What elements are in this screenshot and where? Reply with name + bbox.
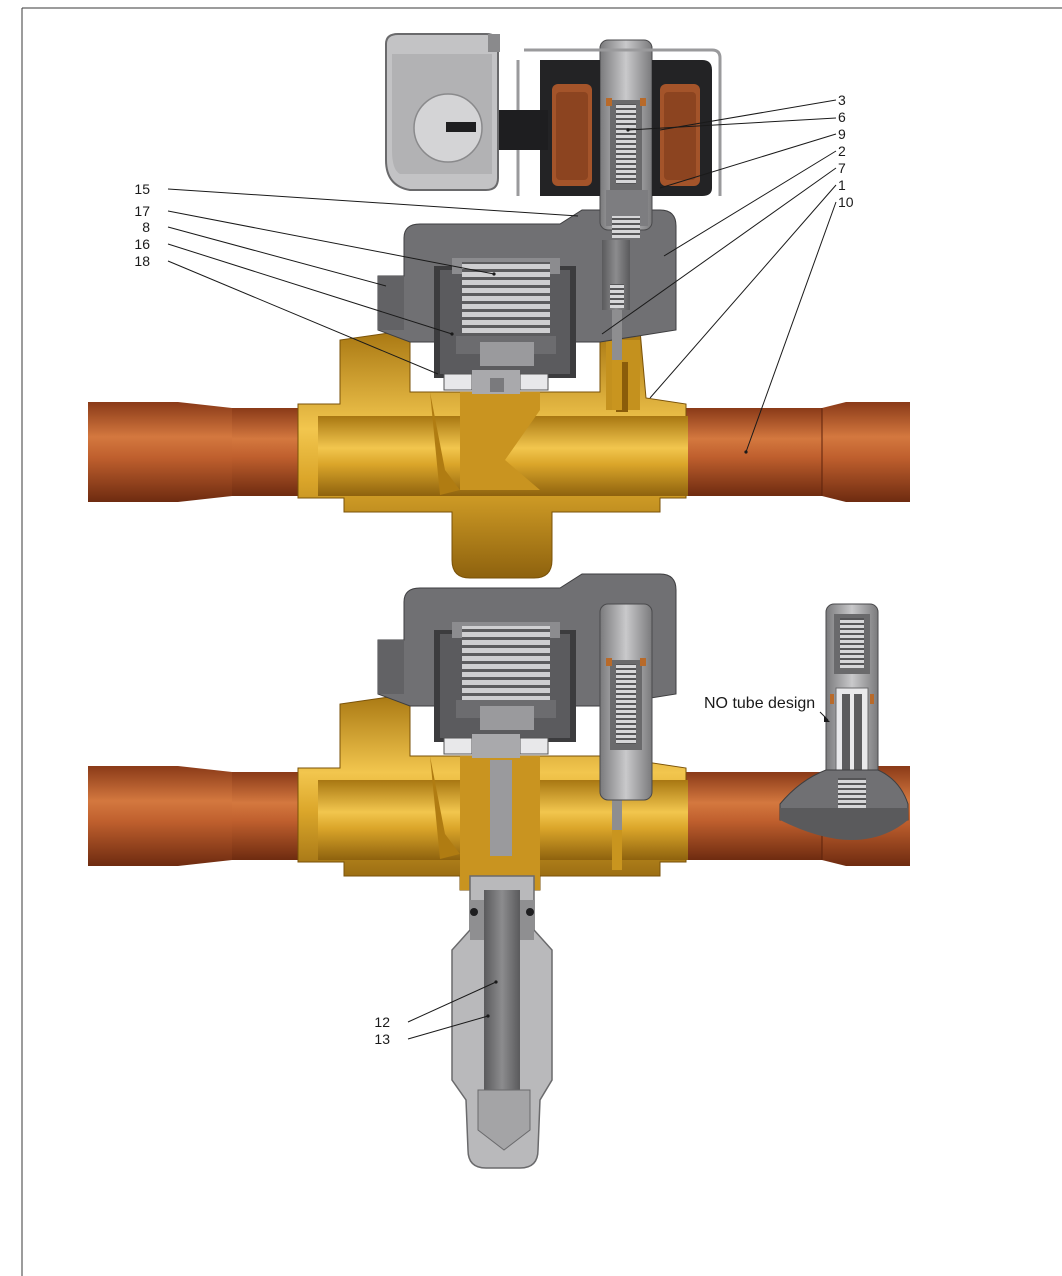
callout-6: 6 (838, 109, 846, 125)
bonnet-top (377, 209, 677, 394)
inset-note-label: NO tube design (704, 695, 815, 712)
bonnet-bottom (377, 573, 677, 758)
inset-no-tube-design: NO tube design (704, 603, 909, 840)
callout-10: 10 (838, 194, 854, 210)
pipe-left-top (88, 402, 322, 502)
callout-7: 7 (838, 160, 846, 176)
leader-lines-bottom (407, 980, 498, 1040)
pipe-left-bottom (88, 766, 322, 866)
callout-17: 17 (134, 203, 150, 219)
solenoid-top (470, 39, 722, 238)
callout-2: 2 (838, 143, 846, 159)
pilot-column-top (602, 240, 630, 410)
top-valve: 3 6 9 2 7 1 10 15 17 8 16 18 (88, 33, 910, 579)
callout-8: 8 (142, 219, 150, 235)
callout-13: 13 (374, 1031, 390, 1047)
callout-16: 16 (134, 236, 150, 252)
callout-numbers-top: 3 6 9 2 7 1 10 15 17 8 16 18 (134, 92, 853, 269)
callout-1: 1 (838, 177, 846, 193)
pipe-right-top (686, 402, 910, 502)
manual-operation-stem (451, 875, 553, 1169)
callout-15: 15 (134, 181, 150, 197)
page-frame (21, 7, 1062, 1276)
callout-numbers-bottom: 12 13 (374, 1014, 390, 1047)
callout-18: 18 (134, 253, 150, 269)
callout-9: 9 (838, 126, 846, 142)
bottom-valve: 12 13 (88, 573, 910, 1169)
callout-12: 12 (374, 1014, 390, 1030)
armature-tube-bottom (599, 603, 653, 801)
din-plug-cap-top (385, 33, 500, 191)
leader-lines-top (167, 99, 837, 454)
callout-3: 3 (838, 92, 846, 108)
